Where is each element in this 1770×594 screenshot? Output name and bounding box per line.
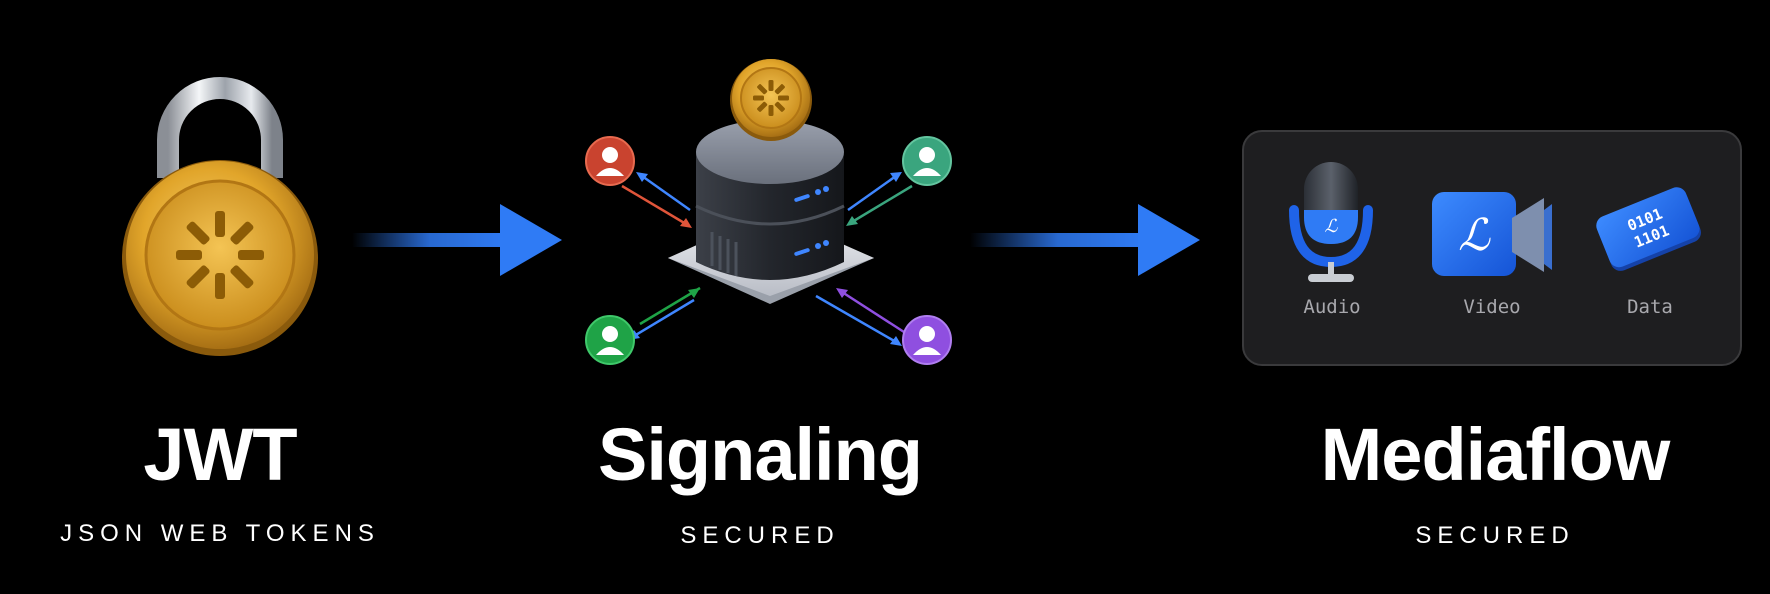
media-label-data: Data <box>1627 296 1673 318</box>
user-avatar-teal <box>902 136 952 186</box>
mediaflow-panel: ℒ ℒ 0101 1101 Audio Video Data <box>1242 130 1742 366</box>
padlock-icon <box>122 77 318 356</box>
signaling-subtitle: SECURED <box>680 522 840 549</box>
flow-arrow-2 <box>970 204 1200 276</box>
media-label-audio: Audio <box>1303 296 1361 318</box>
mediaflow-icons: ℒ ℒ 0101 1101 <box>1289 162 1701 282</box>
user-avatar-green <box>585 315 635 365</box>
connection-arrows <box>621 172 913 346</box>
flow-arrow-1 <box>352 204 562 276</box>
svg-text:ℒ: ℒ <box>1458 210 1491 261</box>
binary-data-icon: 0101 1101 <box>1596 187 1701 271</box>
jwt-title: JWT <box>143 413 297 496</box>
server-icon <box>668 59 874 304</box>
signaling-title: Signaling <box>598 413 923 496</box>
mediaflow-title: Mediaflow <box>1320 413 1671 496</box>
microphone-icon: ℒ <box>1289 162 1373 282</box>
svg-text:ℒ: ℒ <box>1325 216 1339 237</box>
video-camera-icon: ℒ <box>1432 192 1552 276</box>
user-avatar-purple <box>902 315 952 365</box>
mediaflow-subtitle: SECURED <box>1415 522 1575 549</box>
jwt-subtitle: JSON WEB TOKENS <box>60 520 380 547</box>
media-label-video: Video <box>1463 296 1521 318</box>
user-avatar-red <box>585 136 635 186</box>
